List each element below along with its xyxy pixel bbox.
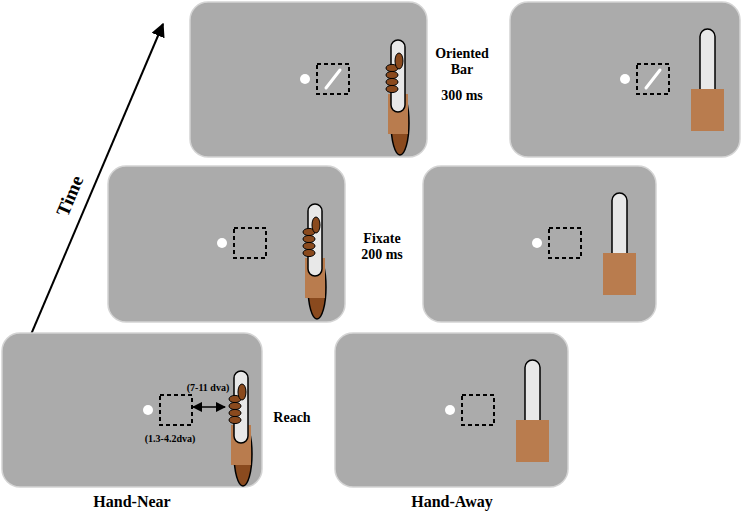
screen bbox=[190, 2, 427, 157]
oriented-bar bbox=[326, 70, 340, 88]
duration-label: 300 ms bbox=[441, 88, 483, 104]
target-region bbox=[462, 395, 494, 425]
dimension-label: (7-11 dva) bbox=[187, 382, 230, 394]
phase-label: Fixate 200 ms bbox=[354, 231, 410, 263]
stand-base bbox=[603, 253, 636, 295]
screen bbox=[335, 333, 568, 487]
condition-label: Hand-Near bbox=[93, 493, 170, 511]
thumb bbox=[395, 53, 403, 69]
dimension-label: (1.3-4.2dva) bbox=[145, 433, 196, 445]
finger bbox=[303, 242, 315, 249]
screen-panel bbox=[335, 333, 568, 487]
finger bbox=[229, 416, 241, 423]
finger bbox=[386, 71, 398, 78]
fixation-dot bbox=[143, 405, 153, 415]
target-region bbox=[160, 395, 192, 425]
stand-base bbox=[691, 89, 724, 131]
screen-panel bbox=[510, 2, 740, 157]
finger bbox=[386, 78, 398, 85]
finger bbox=[303, 235, 315, 242]
screen bbox=[510, 2, 740, 157]
finger bbox=[303, 249, 315, 256]
phase-label: Oriented Bar bbox=[431, 46, 493, 78]
oriented-bar bbox=[646, 70, 660, 88]
distance-arrow bbox=[193, 406, 225, 408]
target-region bbox=[317, 64, 349, 94]
finger bbox=[229, 409, 241, 416]
screen-panel bbox=[2, 333, 262, 487]
target-region bbox=[637, 64, 669, 94]
thumb bbox=[238, 384, 246, 400]
finger bbox=[229, 402, 241, 409]
screen bbox=[423, 166, 656, 322]
target-region bbox=[234, 228, 266, 258]
condition-label: Hand-Away bbox=[411, 493, 493, 511]
thumb bbox=[312, 217, 320, 233]
fixation-dot bbox=[300, 74, 310, 84]
fixation-dot bbox=[217, 238, 227, 248]
fixation-dot bbox=[445, 405, 455, 415]
target-region bbox=[549, 228, 581, 258]
screen-panel bbox=[190, 2, 427, 157]
screen-panel bbox=[108, 166, 345, 322]
stand-base bbox=[516, 420, 549, 462]
screen-panel bbox=[423, 166, 656, 322]
finger bbox=[386, 85, 398, 92]
phase-label: Reach bbox=[273, 410, 310, 426]
screen bbox=[2, 333, 262, 487]
fixation-dot bbox=[620, 74, 630, 84]
screen bbox=[108, 166, 345, 322]
fixation-dot bbox=[532, 238, 542, 248]
